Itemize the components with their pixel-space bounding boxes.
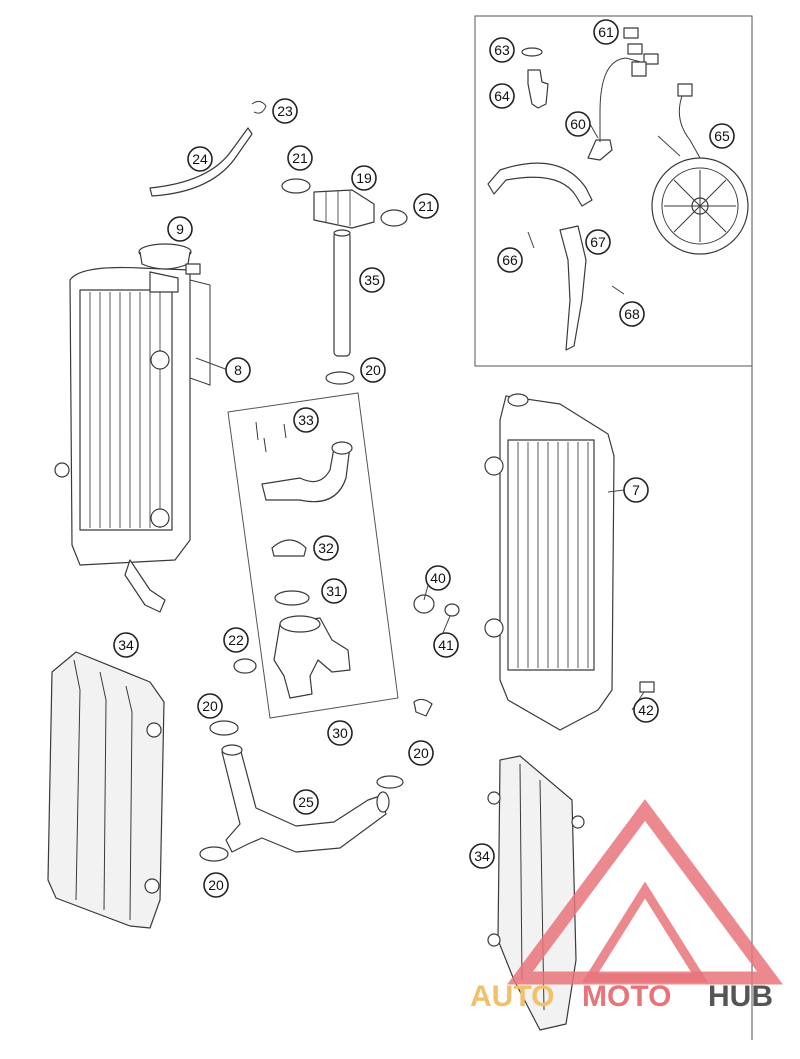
coolant-tube xyxy=(325,229,355,385)
left-radiator-shroud xyxy=(47,651,165,929)
callout-21: 21 xyxy=(287,145,313,171)
callout-60: 60 xyxy=(565,111,591,137)
callout-23: 23 xyxy=(272,98,298,124)
watermark-text-auto: AUTO xyxy=(470,980,554,1013)
callout-label: 8 xyxy=(234,362,242,378)
callout-label: 32 xyxy=(318,540,334,556)
callout-20: 20 xyxy=(360,357,386,383)
right-radiator xyxy=(413,393,655,731)
right-radiator-shroud xyxy=(487,755,585,1031)
callout-label: 42 xyxy=(638,702,654,718)
callout-label: 25 xyxy=(298,794,314,810)
callout-20: 20 xyxy=(197,693,223,719)
callout-label: 20 xyxy=(365,362,381,378)
callout-label: 40 xyxy=(430,570,446,586)
callout-label: 63 xyxy=(494,42,510,58)
callout-68: 68 xyxy=(619,301,645,327)
callout-61: 61 xyxy=(593,19,619,45)
callout-label: 21 xyxy=(418,198,434,214)
lower-coolant-hose xyxy=(199,698,433,862)
callout-label: 66 xyxy=(502,252,518,268)
automotohub-watermark: AUTO MOTO HUB xyxy=(470,799,783,1013)
callout-label: 7 xyxy=(632,482,640,498)
callout-8: 8 xyxy=(225,357,251,383)
callout-label: 34 xyxy=(118,637,134,653)
callout-66: 66 xyxy=(497,247,523,273)
callout-label: 21 xyxy=(292,150,308,166)
callout-label: 22 xyxy=(228,632,244,648)
callout-20: 20 xyxy=(408,740,434,766)
radiator-cap xyxy=(138,243,201,275)
callout-30: 30 xyxy=(327,720,353,746)
fan-kit-frame xyxy=(474,15,753,367)
callout-label: 30 xyxy=(332,725,348,741)
callout-label: 34 xyxy=(474,848,490,864)
callout-label: 19 xyxy=(356,170,372,186)
part-callouts: 23 24 21 19 21 9 35 8 20 33 32 31 22 30 … xyxy=(113,19,735,898)
watermark-text-moto: MOTO xyxy=(582,980,671,1013)
thermostat-kit-parts xyxy=(233,421,353,699)
callout-label: 23 xyxy=(277,103,293,119)
callout-label: 20 xyxy=(202,698,218,714)
callout-64: 64 xyxy=(489,83,515,109)
callout-label: 20 xyxy=(413,745,429,761)
callout-label: 68 xyxy=(624,306,640,322)
callout-35: 35 xyxy=(359,267,385,293)
callout-label: 60 xyxy=(570,116,586,132)
callout-20: 20 xyxy=(203,872,229,898)
callout-34: 34 xyxy=(113,632,139,658)
callout-22: 22 xyxy=(223,627,249,653)
callout-67: 67 xyxy=(585,229,611,255)
callout-34: 34 xyxy=(469,843,495,869)
callout-21: 21 xyxy=(413,193,439,219)
callout-33: 33 xyxy=(293,407,319,433)
callout-label: 31 xyxy=(326,583,342,599)
callout-label: 64 xyxy=(494,88,510,104)
callout-42: 42 xyxy=(633,697,659,723)
callout-31: 31 xyxy=(321,578,347,604)
left-radiator xyxy=(54,266,211,613)
fan-kit-parts xyxy=(487,27,749,351)
callout-label: 33 xyxy=(298,412,314,428)
hose-connector xyxy=(281,178,408,229)
callout-label: 41 xyxy=(438,637,454,653)
callout-label: 65 xyxy=(714,128,730,144)
callout-label: 9 xyxy=(176,221,184,237)
overflow-hose xyxy=(149,100,267,197)
callout-40: 40 xyxy=(425,565,451,591)
callout-41: 41 xyxy=(433,632,459,658)
callout-label: 67 xyxy=(590,234,606,250)
callout-65: 65 xyxy=(709,123,735,149)
watermark-text-hub: HUB xyxy=(708,980,773,1013)
thermostat-kit-frame xyxy=(227,392,399,719)
callout-7: 7 xyxy=(623,477,649,503)
callout-label: 20 xyxy=(208,877,224,893)
callout-19: 19 xyxy=(351,165,377,191)
callout-9: 9 xyxy=(167,216,193,242)
callout-label: 61 xyxy=(598,24,614,40)
callout-63: 63 xyxy=(489,37,515,63)
callout-label: 35 xyxy=(364,272,380,288)
callout-32: 32 xyxy=(313,535,339,561)
callout-25: 25 xyxy=(293,789,319,815)
callout-24: 24 xyxy=(187,146,213,172)
callout-label: 24 xyxy=(192,151,208,167)
